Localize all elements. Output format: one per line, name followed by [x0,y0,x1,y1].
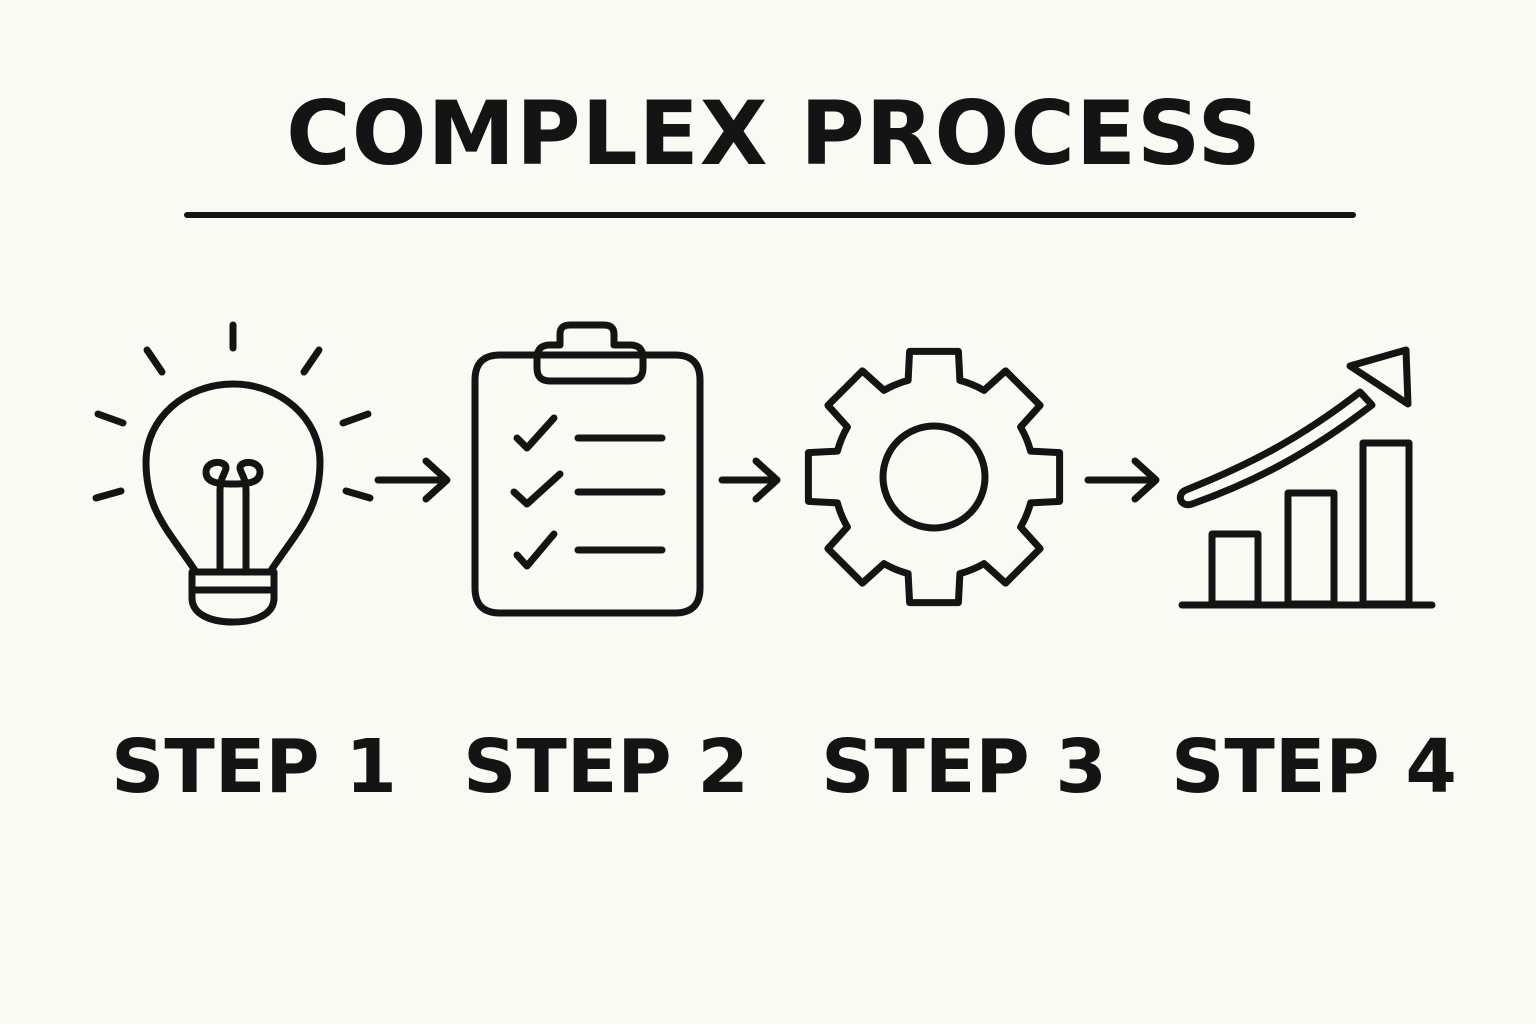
gear-icon [804,347,1064,607]
step-1-label: STEP 1 [111,724,397,810]
step-3-label: STEP 3 [821,724,1107,810]
arrow-right-icon [374,457,451,503]
arrow-right-icon [718,457,781,503]
arrow-right-icon [1084,457,1160,503]
page-title: COMPLEX PROCESS [286,82,1262,185]
lightbulb-icon [92,321,374,626]
clipboard-checklist-icon [471,321,704,617]
step-4-label: STEP 4 [1171,724,1457,810]
growth-chart-icon [1176,346,1436,609]
title-divider [184,212,1356,218]
step-2-label: STEP 2 [463,724,749,810]
